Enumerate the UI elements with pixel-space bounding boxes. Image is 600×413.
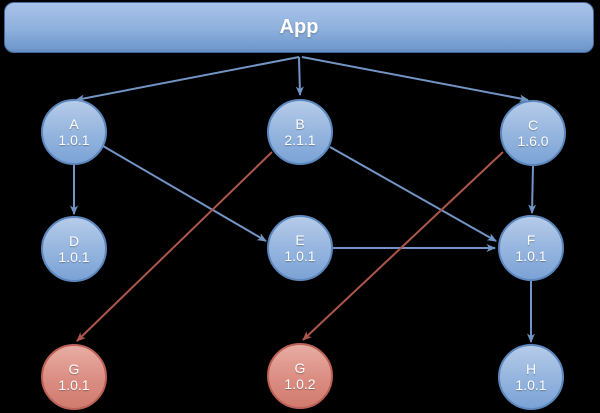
node-label: A xyxy=(69,116,79,132)
node-label: D xyxy=(68,233,80,249)
node-version: 1.0.1 xyxy=(515,248,547,264)
app-root-label: App xyxy=(279,16,319,38)
edge-app-to-a xyxy=(75,56,300,103)
node-label: G xyxy=(294,360,306,376)
node-version: 1.0.2 xyxy=(284,376,316,392)
node-label: H xyxy=(525,361,537,377)
node-version: 1.0.1 xyxy=(58,249,90,265)
node-label: B xyxy=(295,116,305,132)
node-version: 1.6.0 xyxy=(517,133,549,149)
edge-app-to-b xyxy=(295,56,304,96)
node-version: 1.0.1 xyxy=(58,132,90,148)
edge-c-to-g2 xyxy=(302,151,504,341)
node-version: 1.0.1 xyxy=(284,248,316,264)
node-label: E xyxy=(295,232,305,248)
node-label: F xyxy=(526,232,536,248)
node-label: C xyxy=(527,117,539,133)
edge-app-to-c xyxy=(301,56,529,103)
edge-a-to-e xyxy=(102,145,267,242)
node-version: 1.0.1 xyxy=(515,377,547,393)
edge-c-to-f xyxy=(528,165,537,214)
node-version: 2.1.1 xyxy=(284,132,316,148)
app-root-node: App xyxy=(4,2,594,53)
node-label: G xyxy=(68,361,80,377)
node-version: 1.0.1 xyxy=(58,377,90,393)
edge-b-to-f xyxy=(329,146,497,242)
